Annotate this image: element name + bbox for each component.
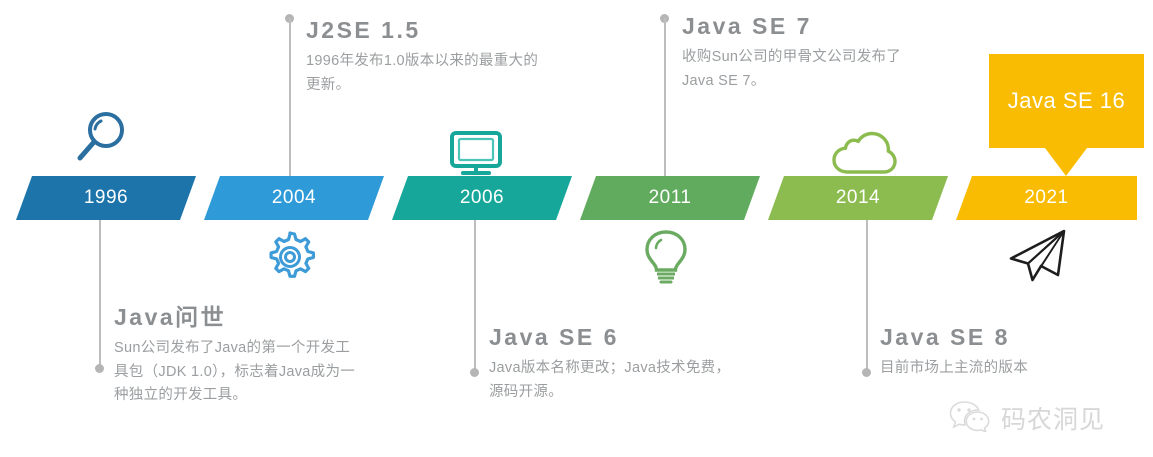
paper-plane-icon [1006,228,1070,291]
event-body-j2se15: 1996年发布1.0版本以来的最重大的更新。 [306,53,539,93]
connector-dot-javase8 [862,368,871,377]
timeline-year-2014: 2014 [835,187,881,208]
timeline-year-2006: 2006 [459,187,505,208]
event-body-javawenshi: Sun公司发布了Java的第一个开发工具包（JDK 1.0），标志着Java成为… [114,340,356,404]
event-body-javase7: 收购Sun公司的甲骨文公司发布了Java SE 7。 [682,49,902,89]
event-block-javase6: Java SE 6 Java版本名称更改；Java技术免费，源码开源。 [489,324,739,404]
watermark: 码农洞见 [948,398,1105,437]
event-body-javase8: 目前市场上主流的版本 [880,360,1028,377]
event-title-javawenshi: Java问世 [114,304,227,330]
connector-line-javase7 [664,18,666,180]
connector-dot-javawenshi [95,364,104,373]
event-body-javase6: Java版本名称更改；Java技术免费，源码开源。 [489,360,731,400]
connector-line-j2se15 [289,18,291,180]
connector-line-javawenshi [99,216,101,368]
event-title-javase7: Java SE 7 [682,13,812,39]
event-block-j2se15: J2SE 1.5 1996年发布1.0版本以来的最重大的更新。 [306,17,551,97]
connector-line-javase8 [866,216,868,372]
wechat-icon [948,398,992,437]
watermark-text: 码农洞见 [1001,405,1106,434]
callout-java-se-16[interactable]: Java SE 16 [989,54,1144,148]
timeline-segment-2004[interactable]: 2004 [204,176,384,220]
timeline-segment-2011[interactable]: 2011 [580,176,760,220]
monitor-icon [448,130,504,183]
timeline-year-2011: 2011 [648,187,692,208]
timeline-segment-2014[interactable]: 2014 [768,176,948,220]
event-title-javase8: Java SE 8 [880,324,1010,350]
timeline-year-2004: 2004 [271,187,317,208]
gear-icon [261,228,319,291]
event-block-javase8: Java SE 8 目前市场上主流的版本 [880,324,1130,381]
event-block-javase7: Java SE 7 收购Sun公司的甲骨文公司发布了Java SE 7。 [682,13,932,93]
timeline-year-2021: 2021 [1024,187,1069,208]
callout-tail [1045,148,1087,176]
timeline-year-1996: 1996 [83,187,129,208]
connector-dot-javase6 [470,368,479,377]
cloud-icon [831,131,897,182]
timeline-segment-1996[interactable]: 1996 [16,176,196,220]
event-title-javase6: Java SE 6 [489,324,619,350]
lightbulb-icon [640,228,692,291]
event-title-j2se15: J2SE 1.5 [306,17,421,43]
connector-line-javase6 [474,216,476,372]
timeline-segment-2021[interactable]: 2021 [956,176,1137,220]
event-block-javawenshi: Java问世 Sun公司发布了Java的第一个开发工具包（JDK 1.0），标志… [114,304,364,408]
callout-label: Java SE 16 [1007,88,1126,113]
magnifier-icon [68,108,134,175]
